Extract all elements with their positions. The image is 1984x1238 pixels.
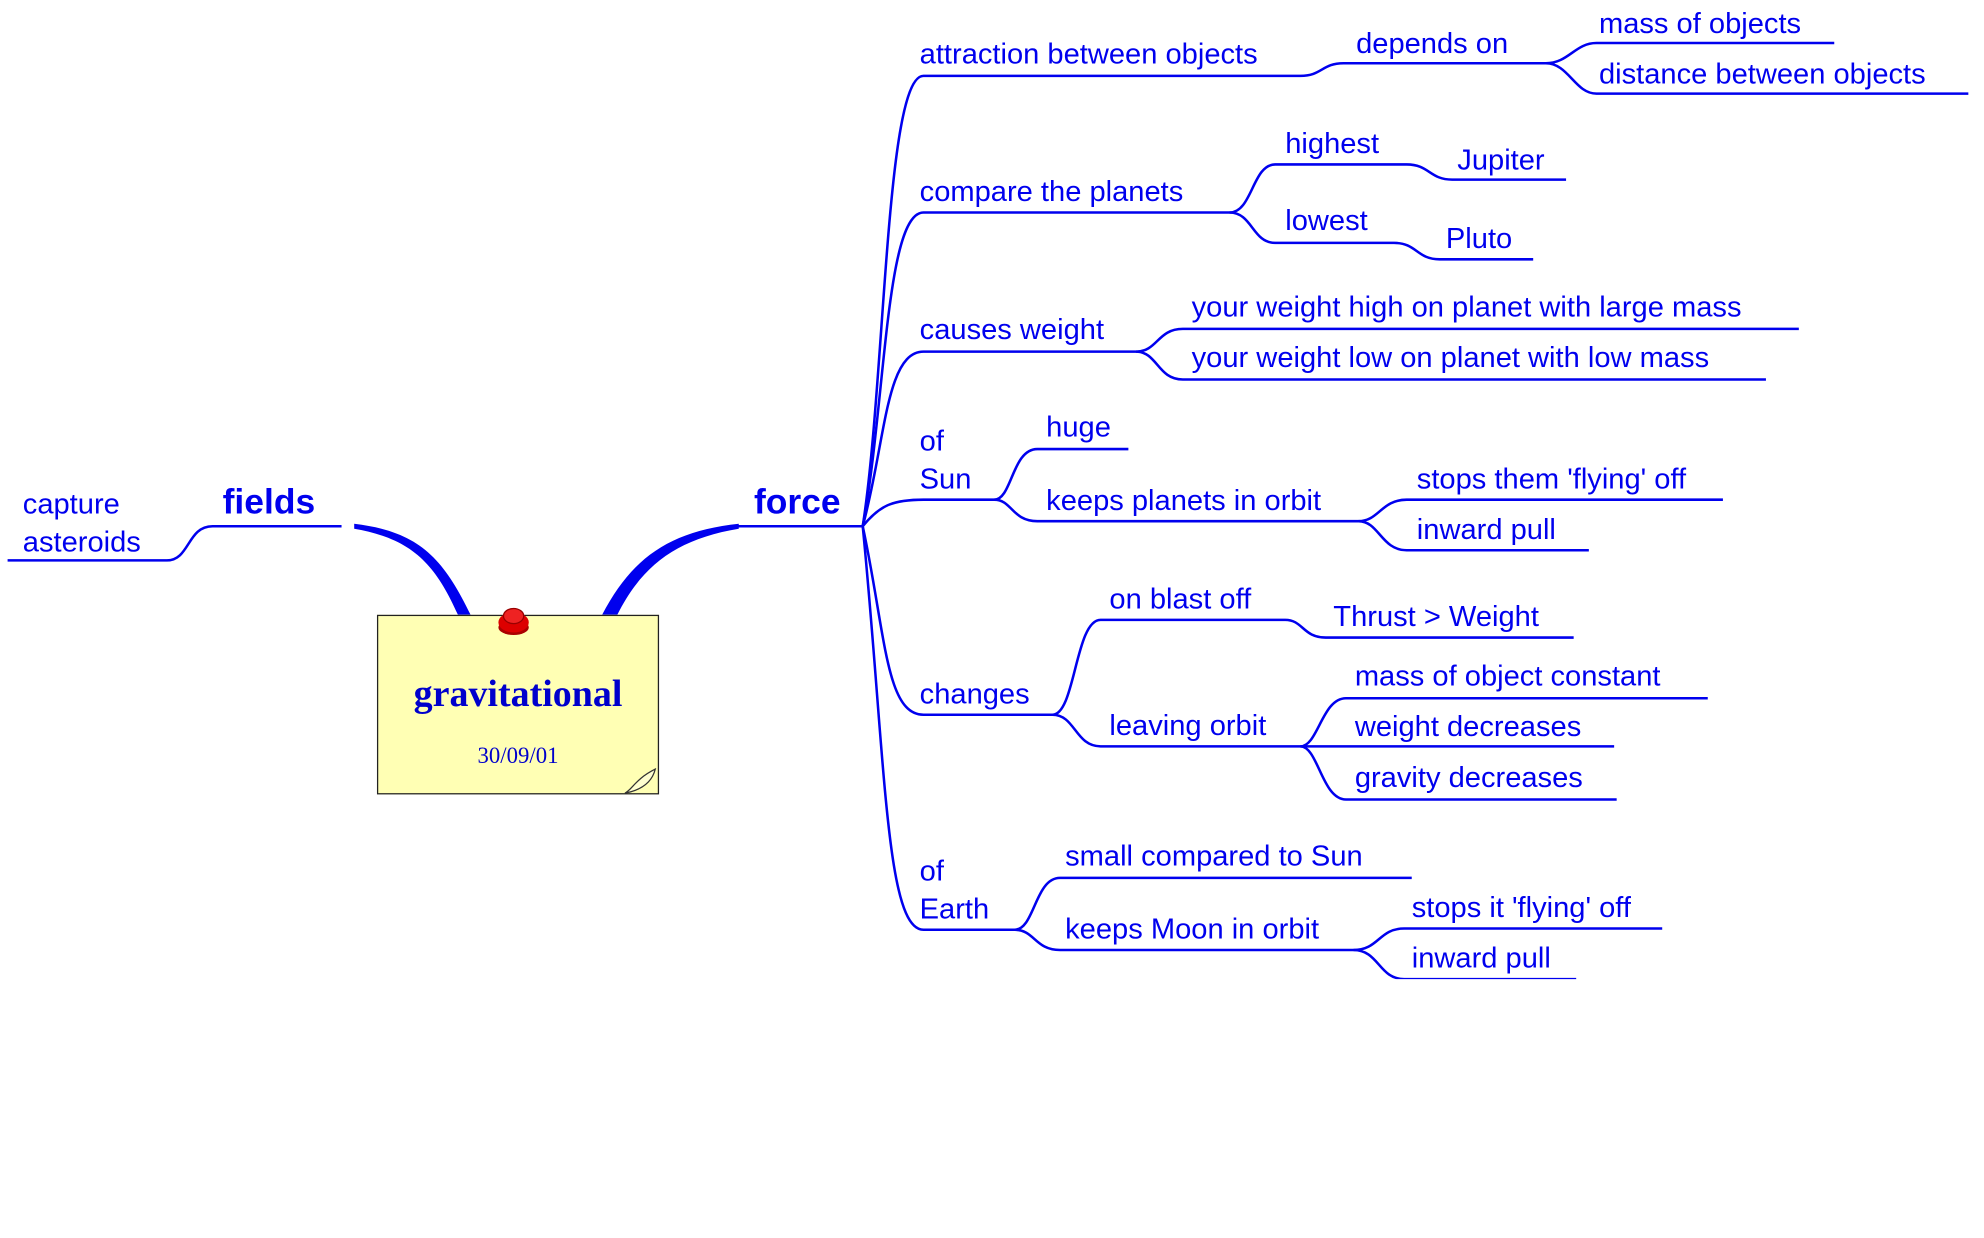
central-note: gravitational 30/09/01: [376, 614, 660, 795]
node-distance-between[interactable]: distance between objects: [1598, 56, 1926, 90]
node-changes[interactable]: changes: [919, 676, 1030, 710]
central-topic: gravitational: [413, 672, 623, 715]
node-keeps-planets[interactable]: keeps planets in orbit: [1046, 483, 1322, 517]
node-causes-weight[interactable]: causes weight: [919, 312, 1105, 346]
node-on-blast-off[interactable]: on blast off: [1109, 581, 1252, 615]
pushpin-icon: [498, 607, 529, 636]
connector-lines: [7, 41, 1969, 980]
node-compare-planets[interactable]: compare the planets: [919, 174, 1184, 208]
node-small-compared[interactable]: small compared to Sun: [1065, 838, 1363, 872]
node-mass-of-objects[interactable]: mass of objects: [1598, 6, 1802, 40]
node-weight-high[interactable]: your weight high on planet with large ma…: [1191, 289, 1742, 323]
node-force[interactable]: force: [753, 481, 841, 522]
node-stops-them[interactable]: stops them 'flying' off: [1416, 461, 1687, 495]
note-date: 30/09/01: [477, 742, 559, 768]
node-depends-on[interactable]: depends on: [1356, 26, 1509, 60]
node-of-earth-of[interactable]: of: [919, 853, 944, 887]
node-jupiter[interactable]: Jupiter: [1457, 142, 1545, 176]
page-curl-icon: [624, 767, 657, 794]
node-highest[interactable]: highest: [1285, 126, 1380, 160]
node-stops-it[interactable]: stops it 'flying' off: [1411, 890, 1631, 924]
node-inward-pull-earth[interactable]: inward pull: [1411, 941, 1551, 975]
node-huge[interactable]: huge: [1046, 409, 1111, 443]
node-lowest[interactable]: lowest: [1285, 203, 1368, 237]
node-gravity-decreases[interactable]: gravity decreases: [1354, 760, 1583, 794]
node-weight-low[interactable]: your weight low on planet with low mass: [1191, 340, 1710, 374]
node-keeps-moon[interactable]: keeps Moon in orbit: [1065, 912, 1320, 945]
node-mass-constant[interactable]: mass of object constant: [1354, 659, 1661, 692]
node-attraction[interactable]: attraction between objects: [919, 36, 1258, 70]
node-weight-decreases[interactable]: weight decreases: [1354, 709, 1582, 743]
node-inward-pull-sun[interactable]: inward pull: [1416, 512, 1556, 546]
node-leaving-orbit[interactable]: leaving orbit: [1109, 708, 1267, 742]
node-thrust[interactable]: Thrust > Weight: [1333, 599, 1539, 633]
node-earth[interactable]: Earth: [919, 891, 990, 925]
node-fields[interactable]: fields: [222, 481, 316, 522]
node-sun[interactable]: Sun: [919, 461, 972, 495]
node-of-sun-of[interactable]: of: [919, 423, 944, 457]
node-pluto[interactable]: Pluto: [1445, 221, 1513, 255]
node-asteroids[interactable]: asteroids: [22, 524, 141, 558]
node-capture[interactable]: capture: [22, 487, 120, 520]
